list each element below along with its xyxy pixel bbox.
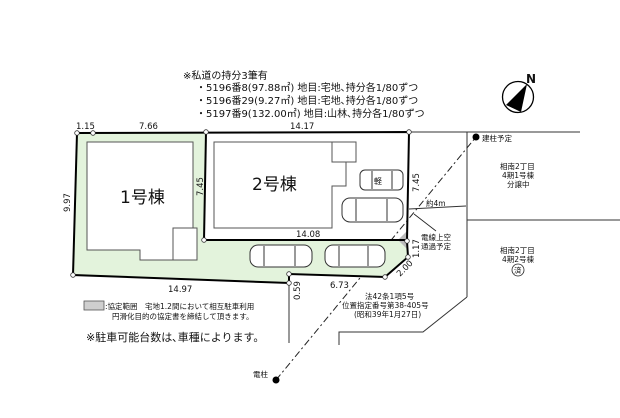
- notes-title: ※私道の持分3筆有: [183, 69, 268, 82]
- lot-b-label: 4期2号棟: [502, 254, 535, 264]
- dim-label: 14.08: [296, 230, 320, 240]
- legend-text: 円滑化目的の協定書を締結して頂きます。: [112, 311, 254, 321]
- triangle-mark: [398, 231, 407, 240]
- wire-label: 電線上空: [421, 232, 451, 242]
- pole-planned-label: 建柱予定: [482, 133, 512, 143]
- lot-a-label: 分譲中: [507, 179, 530, 189]
- house-1-outline: [86, 141, 198, 261]
- house-2-outline: [213, 141, 357, 229]
- house-2-label: 2号棟: [252, 175, 297, 195]
- lot-a-label: 4期1号棟: [502, 170, 535, 180]
- wire-arrow: [413, 213, 437, 232]
- north-arrow-icon: N: [501, 72, 536, 114]
- lot-b-label: 相南2丁目: [500, 245, 535, 255]
- road-width-label: 約4m: [426, 198, 446, 208]
- wire-label: 通過予定: [421, 241, 451, 251]
- notes-line: ・5196番8(97.88㎡) 地目:宅地､持分各1/80ずつ: [196, 81, 418, 94]
- pole-label: 電柱: [253, 369, 268, 379]
- private-road-notes: ※私道の持分3筆有 ・5196番8(97.88㎡) 地目:宅地､持分各1/80ず…: [183, 69, 425, 120]
- legend: :協定範囲 宅地1.2間において相互駐車利用 円滑化目的の協定書を締結して頂きま…: [83, 300, 264, 344]
- dimension-labels: 1.15 7.66 14.17 9.97 7.45 7.45 14.08 14.…: [63, 122, 422, 300]
- legend-text: :協定範囲 宅地1.2間において相互駐車利用: [105, 301, 254, 311]
- parking-note: ※駐車可能台数は､車種によります。: [86, 330, 264, 344]
- car-icon: [359, 169, 404, 191]
- sold-badge: [511, 263, 525, 277]
- dim-label: 14.17: [290, 122, 314, 132]
- kei-car-label: 軽: [374, 177, 382, 186]
- dim-label: 0.59: [293, 281, 303, 300]
- house-1-label: 1号棟: [120, 188, 165, 208]
- road-law-label: 法42条1項5号: [365, 291, 414, 301]
- dim-label: 1.15: [76, 122, 95, 132]
- pole-planned-dot: [472, 133, 480, 141]
- sold-badge-label: 済: [514, 265, 522, 275]
- dim-label: 7.45: [196, 177, 206, 196]
- road-law-label: 位置指定番号第38-405号: [342, 300, 429, 310]
- dim-label: 6.73: [330, 281, 349, 291]
- site-annotations: 建柱予定 約4m 電線上空 通過予定 相南2丁目 4期1号棟 分譲中 相南2丁目…: [253, 133, 535, 379]
- dim-label: 7.45: [412, 173, 422, 192]
- road-law-label: (昭和39年1月27日): [354, 309, 421, 319]
- notes-line: ・5196番29(9.27㎡) 地目:宅地､持分各1/80ずつ: [196, 94, 418, 107]
- dim-label: 9.97: [63, 193, 73, 212]
- car-icon: [324, 244, 386, 268]
- dim-label: 7.66: [139, 122, 158, 132]
- car-icon: [341, 197, 404, 223]
- legend-swatch: [83, 300, 105, 311]
- surrounding-lines: [288, 131, 620, 345]
- dim-label: 1.17: [412, 239, 422, 258]
- lot-a-label: 相南2丁目: [500, 161, 535, 171]
- north-label: N: [526, 72, 536, 86]
- car-icon: [249, 244, 313, 268]
- dim-label: 14.97: [168, 285, 192, 295]
- boundary-markers: [70, 129, 412, 286]
- pole-dot: [272, 376, 280, 384]
- notes-line: ・5197番9(132.00㎡) 地目:山林､持分各1/80ずつ: [196, 107, 425, 120]
